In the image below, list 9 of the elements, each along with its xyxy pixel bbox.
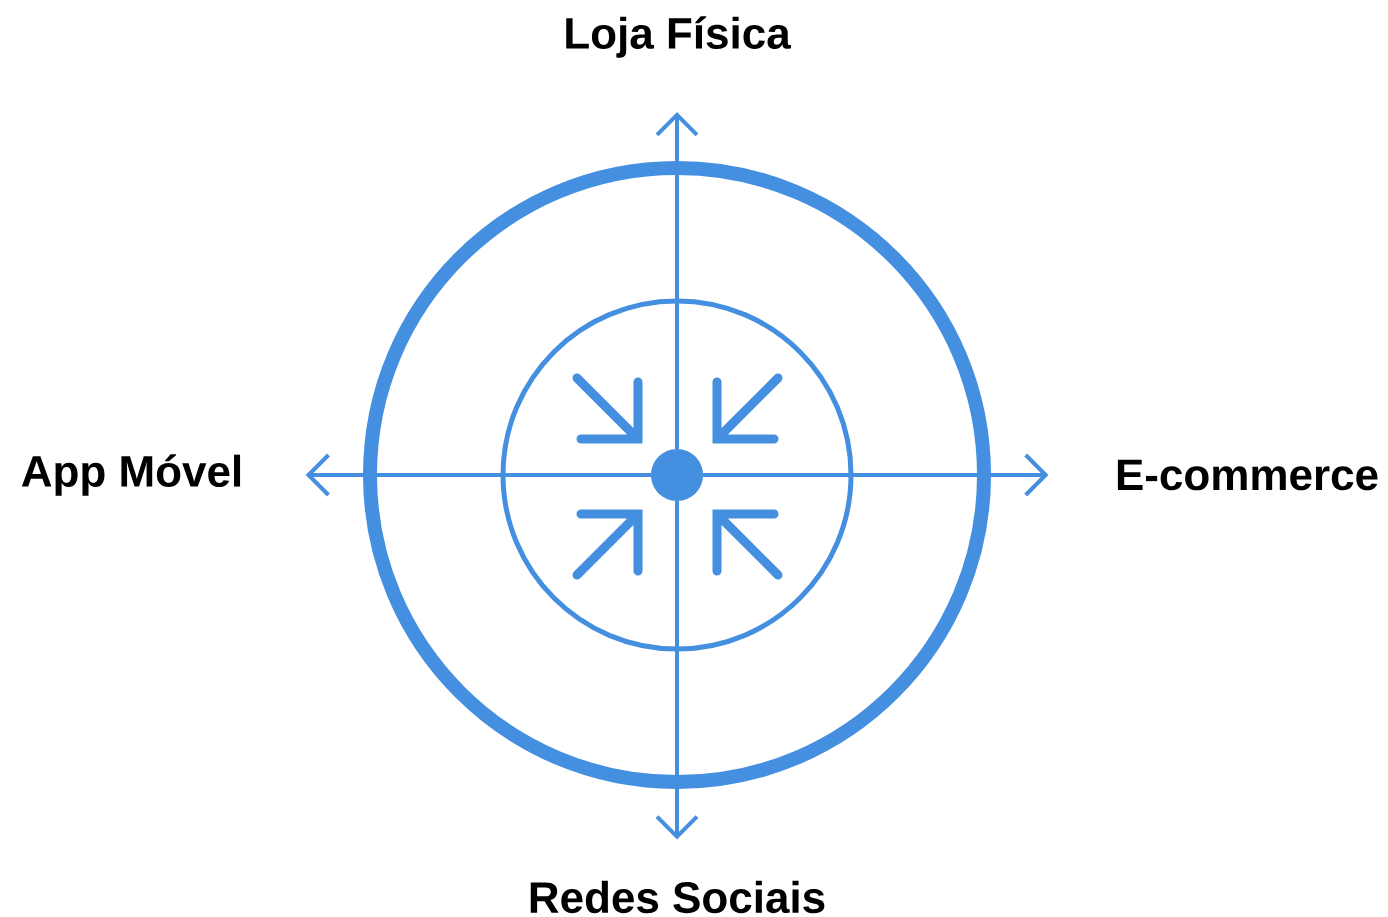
arrow xyxy=(305,453,651,497)
arrow xyxy=(703,453,1049,497)
arrow xyxy=(655,501,699,840)
channel-label: Loja Física xyxy=(566,16,791,58)
channel-label: E-commerce xyxy=(1117,459,1378,491)
channel-label: Redes Sociais xyxy=(530,880,825,914)
center-dot xyxy=(651,449,703,501)
arrow xyxy=(655,112,699,449)
channel-label: App Móvel xyxy=(21,454,241,496)
